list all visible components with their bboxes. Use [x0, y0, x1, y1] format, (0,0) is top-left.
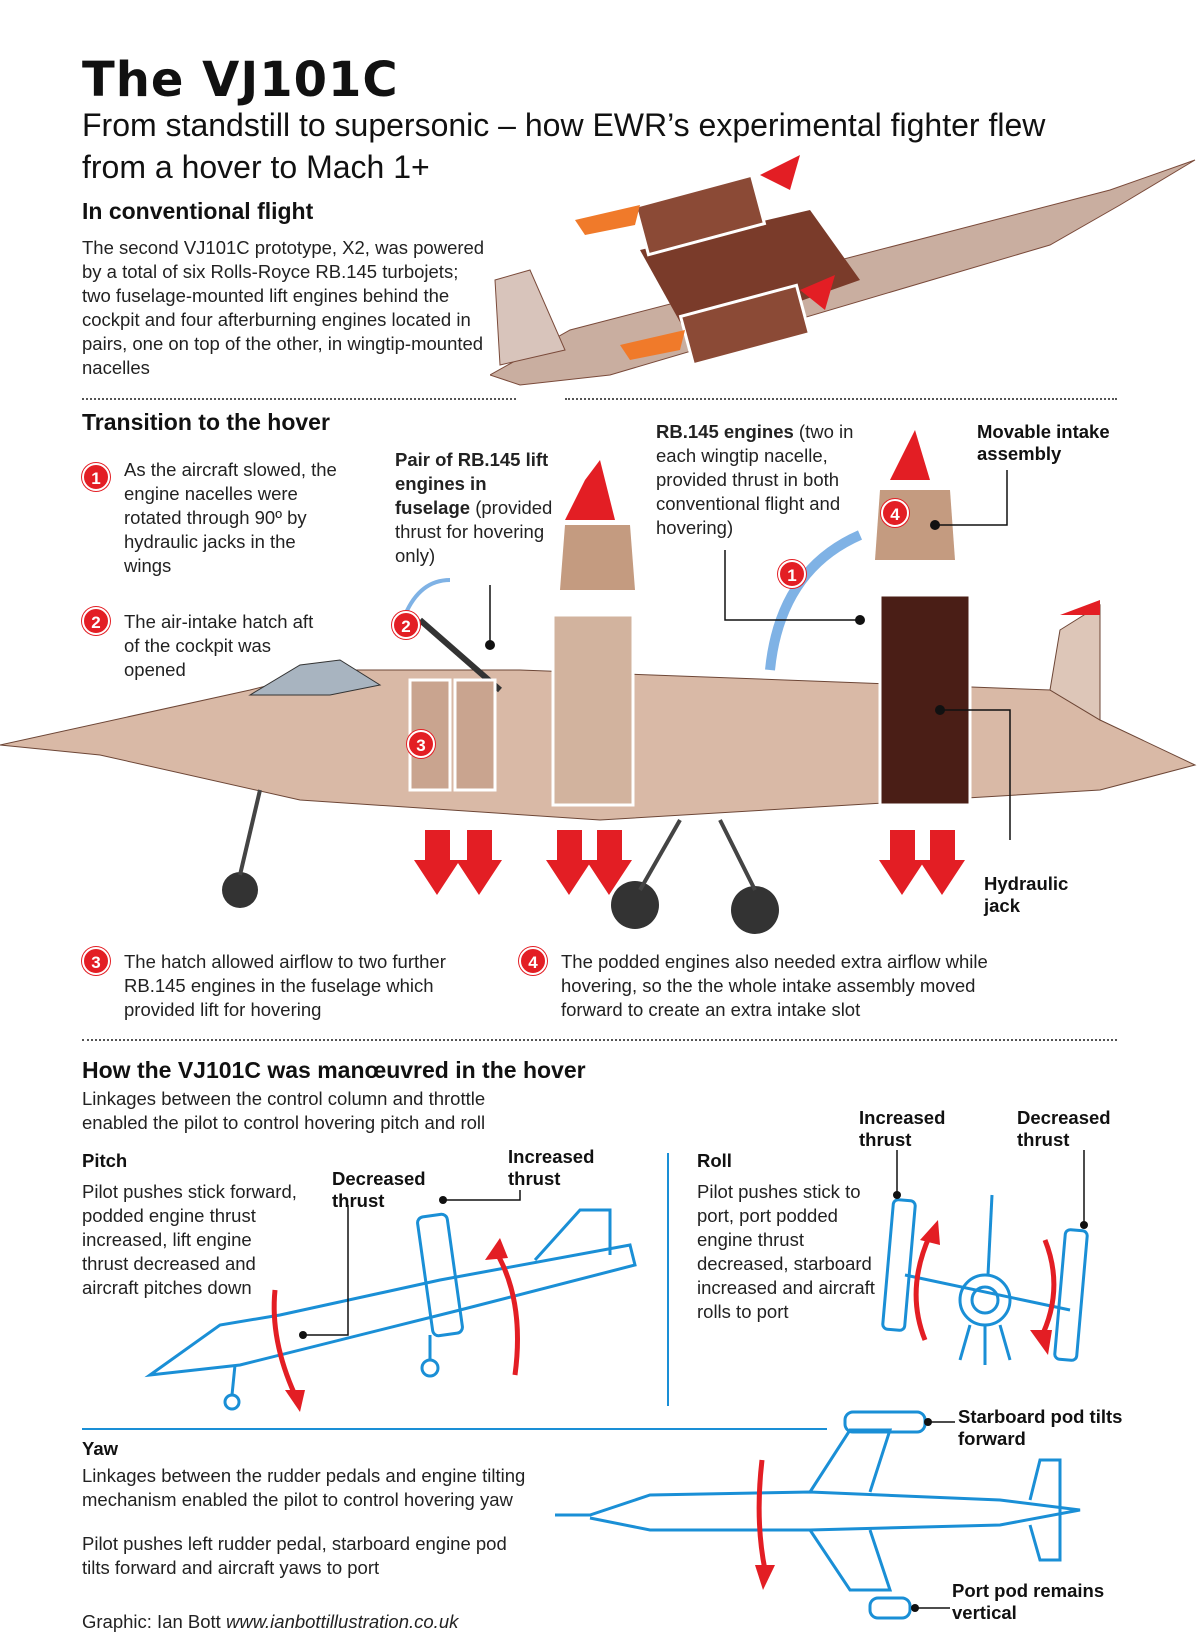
yaw-heading: Yaw — [82, 1438, 118, 1459]
transition-heading: Transition to the hover — [82, 409, 330, 435]
page-subtitle: From standstill to supersonic – how EWR’… — [82, 107, 1046, 185]
diagram-badge-1: 1 — [778, 560, 806, 588]
divider-dotted — [82, 398, 516, 400]
pitch-diagram — [144, 1190, 637, 1412]
roll-diagram — [881, 1150, 1089, 1365]
pitch-text: Pilot pushes stick forward, podded engin… — [82, 1181, 297, 1298]
manoeuvre-heading: How the VJ101C was manœuvred in the hove… — [82, 1057, 586, 1083]
divider-vertical — [667, 1153, 669, 1406]
label-starboard-pod: Starboard pod tilts forward — [958, 1406, 1123, 1449]
diagram-badge-3: 3 — [407, 730, 435, 758]
label-rb145-note: (two in each wingtip nacelle, provided t… — [656, 421, 854, 538]
roll-text: Pilot pushes stick to port, port podded … — [697, 1181, 875, 1322]
step-4-text: The podded engines also needed extra air… — [561, 951, 988, 1020]
roll-decreased-thrust: Decreased thrust — [1017, 1107, 1111, 1150]
label-lift-engines: Pair of RB.145 lift engines in fuselage … — [395, 448, 555, 568]
yaw-text-2: Pilot pushes left rudder pedal, starboar… — [82, 1533, 507, 1578]
divider-dotted — [565, 398, 1117, 400]
divider-dotted — [82, 1039, 1117, 1041]
manoeuvre-intro: Linkages between the control column and … — [82, 1088, 486, 1133]
label-lift-engines-bold: Pair of RB.145 lift engines in fuselage — [395, 449, 549, 518]
aircraft-hover-illustration — [0, 430, 1197, 934]
diagram-badge-2: 2 — [392, 611, 420, 639]
step-2-text: The air-intake hatch aft of the cockpit … — [124, 611, 314, 680]
step-badge-2: 2 — [82, 607, 110, 635]
conventional-text: The second VJ101C prototype, X2, was pow… — [82, 237, 485, 378]
conventional-heading: In conventional flight — [82, 198, 314, 224]
credit-name: Graphic: Ian Bott — [82, 1611, 226, 1632]
divider-horizontal — [82, 1428, 827, 1430]
label-rb145-engines: RB.145 engines (two in each wingtip nace… — [656, 420, 876, 540]
step-badge-4: 4 — [519, 947, 547, 975]
pitch-decreased-thrust: Decreased thrust — [332, 1168, 426, 1211]
aircraft-conventional-illustration — [490, 155, 1196, 386]
credit: Graphic: Ian Bott www.ianbottillustratio… — [82, 1610, 458, 1634]
pitch-heading: Pitch — [82, 1150, 128, 1171]
label-port-pod: Port pod remains vertical — [952, 1580, 1105, 1623]
diagram-badge-4: 4 — [881, 499, 909, 527]
yaw-diagram — [555, 1410, 1081, 1620]
step-badge-3: 3 — [82, 947, 110, 975]
pitch-increased-thrust: Increased thrust — [508, 1146, 595, 1189]
step-badge-1: 1 — [82, 463, 110, 491]
label-lift-engines-note: (provided thrust for hovering only) — [395, 497, 553, 566]
credit-url[interactable]: www.ianbottillustration.co.uk — [225, 1611, 459, 1632]
step-1-text: As the aircraft slowed, the engine nacel… — [124, 459, 337, 576]
roll-increased-thrust: Increased thrust — [859, 1107, 946, 1150]
page-title: The VJ101C — [82, 52, 399, 108]
label-hydraulic-jack: Hydraulic jack — [984, 873, 1069, 916]
label-rb145-bold: RB.145 engines — [656, 421, 794, 442]
step-3-text: The hatch allowed airflow to two further… — [124, 951, 446, 1020]
label-movable-intake: Movable intake assembly — [977, 421, 1110, 464]
roll-heading: Roll — [697, 1150, 732, 1171]
yaw-text-1: Linkages between the rudder pedals and e… — [82, 1465, 526, 1510]
